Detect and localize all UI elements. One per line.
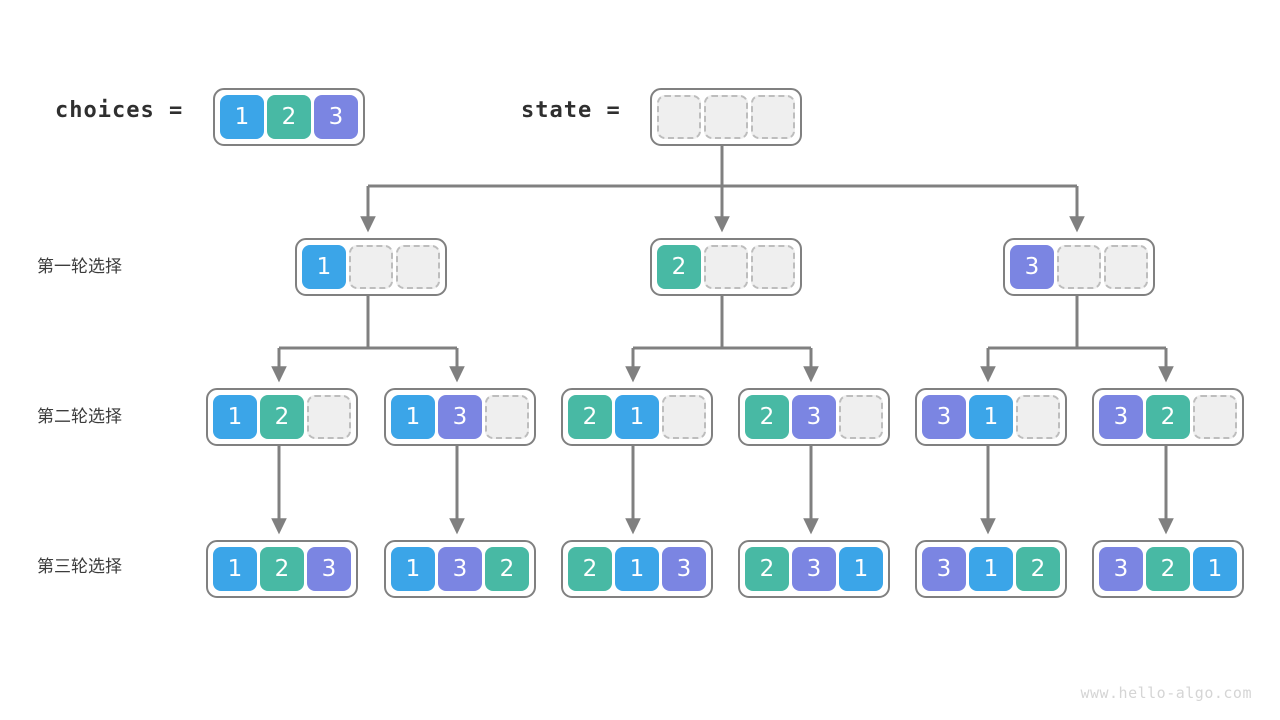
- array-cell-value: 3: [792, 395, 836, 439]
- array-cell-value: 2: [1146, 547, 1190, 591]
- array-cell-empty: [662, 395, 706, 439]
- array-cell-empty: [839, 395, 883, 439]
- array-cell-value: 2: [485, 547, 529, 591]
- array-cell-empty: [1193, 395, 1237, 439]
- array-cell-value: 1: [1193, 547, 1237, 591]
- array-cell-value: 2: [1146, 395, 1190, 439]
- array-cell-value: 2: [267, 95, 311, 139]
- array-cell-value: 2: [745, 395, 789, 439]
- array-cell-value: 1: [391, 395, 435, 439]
- row-label-round-3: 第三轮选择: [37, 557, 122, 577]
- array-cell-empty: [704, 95, 748, 139]
- array-cell-empty: [485, 395, 529, 439]
- array-cell-value: 3: [1010, 245, 1054, 289]
- array-cell-empty: [751, 245, 795, 289]
- state-node-round-1-2: 2: [650, 238, 802, 296]
- array-cell-value: 1: [302, 245, 346, 289]
- array-cell-value: 3: [307, 547, 351, 591]
- state-node-round-1-3: 3: [1003, 238, 1155, 296]
- row-label-round-2: 第二轮选择: [37, 407, 122, 427]
- array-cell-value: 3: [438, 547, 482, 591]
- array-cell-value: 2: [568, 547, 612, 591]
- row-label-round-1: 第一轮选择: [37, 257, 122, 277]
- choices-variable-label: choices =: [55, 98, 184, 123]
- array-cell-value: 1: [839, 547, 883, 591]
- array-cell-value: 1: [391, 547, 435, 591]
- array-cell-value: 3: [438, 395, 482, 439]
- array-cell-value: 3: [922, 547, 966, 591]
- array-cell-value: 1: [213, 395, 257, 439]
- array-cell-value: 1: [615, 547, 659, 591]
- array-cell-value: 2: [657, 245, 701, 289]
- array-cell-empty: [751, 95, 795, 139]
- array-cell-empty: [396, 245, 440, 289]
- array-cell-empty: [704, 245, 748, 289]
- array-cell-empty: [307, 395, 351, 439]
- state-array: [650, 88, 802, 146]
- array-cell-empty: [1057, 245, 1101, 289]
- array-cell-empty: [1104, 245, 1148, 289]
- array-cell-value: 3: [922, 395, 966, 439]
- array-cell-value: 3: [314, 95, 358, 139]
- array-cell-value: 3: [662, 547, 706, 591]
- array-cell-value: 2: [1016, 547, 1060, 591]
- array-cell-value: 1: [213, 547, 257, 591]
- array-cell-value: 2: [568, 395, 612, 439]
- array-cell-value: 1: [615, 395, 659, 439]
- array-cell-empty: [657, 95, 701, 139]
- site-watermark: www.hello-algo.com: [1080, 684, 1252, 702]
- array-cell-value: 2: [745, 547, 789, 591]
- array-cell-value: 2: [260, 547, 304, 591]
- array-cell-value: 1: [969, 547, 1013, 591]
- state-variable-label: state =: [521, 98, 621, 123]
- state-node-round-1-1: 1: [295, 238, 447, 296]
- array-cell-empty: [349, 245, 393, 289]
- array-cell-value: 3: [1099, 547, 1143, 591]
- array-cell-empty: [1016, 395, 1060, 439]
- array-cell-value: 3: [792, 547, 836, 591]
- array-cell-value: 1: [220, 95, 264, 139]
- array-cell-value: 1: [969, 395, 1013, 439]
- array-cell-value: 2: [260, 395, 304, 439]
- array-cell-value: 3: [1099, 395, 1143, 439]
